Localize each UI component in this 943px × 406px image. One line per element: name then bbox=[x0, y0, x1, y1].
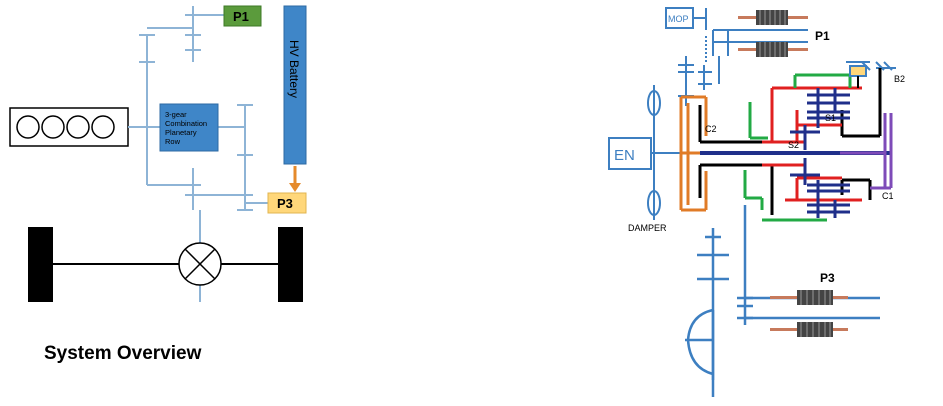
b2-brake bbox=[846, 61, 896, 95]
planetary-line-4: Row bbox=[165, 137, 181, 146]
hv-battery-box bbox=[283, 5, 307, 165]
en-label: EN bbox=[614, 147, 635, 164]
c1-label: C1 bbox=[882, 191, 894, 201]
mop-p1-group bbox=[665, 7, 808, 106]
b2-label: B2 bbox=[894, 74, 905, 84]
green-members bbox=[743, 73, 852, 222]
system-overview-caption: System Overview bbox=[44, 343, 202, 364]
left-p1-box bbox=[223, 5, 262, 27]
p1-stator-top bbox=[738, 10, 808, 57]
damper-label: DAMPER bbox=[628, 223, 667, 233]
left-p3-label: P3 bbox=[277, 196, 293, 211]
c2-clutch bbox=[679, 95, 708, 212]
planetary-line-2: Combination bbox=[165, 119, 207, 128]
gearbox-schematic bbox=[608, 7, 896, 397]
engine-damper-group bbox=[608, 85, 680, 220]
hv-battery-label: HV Battery bbox=[287, 40, 301, 98]
mop-label: MOP bbox=[668, 14, 689, 24]
system-overview-diagram bbox=[9, 5, 307, 302]
right-p1-label: P1 bbox=[815, 29, 830, 43]
planetary-line-1: 3-gear bbox=[165, 110, 187, 119]
right-wheel bbox=[278, 227, 303, 302]
c1-clutch bbox=[840, 113, 893, 190]
right-p3-label: P3 bbox=[820, 271, 835, 285]
planetary-row-box bbox=[159, 103, 219, 152]
c2-label: C2 bbox=[705, 124, 717, 134]
damper-bottom bbox=[647, 190, 661, 216]
red-ring-gears bbox=[762, 86, 862, 202]
left-p1-label: P1 bbox=[233, 9, 249, 24]
damper-top bbox=[647, 90, 661, 116]
wheel-axle bbox=[28, 227, 303, 302]
left-wheel bbox=[28, 227, 53, 302]
left-shafts bbox=[128, 6, 268, 302]
navy-planet-gears bbox=[790, 88, 850, 218]
p3-stator bbox=[770, 290, 848, 337]
left-p3-box bbox=[267, 192, 307, 214]
s1-label: S1 bbox=[825, 113, 836, 123]
engine-block bbox=[9, 107, 129, 147]
output-shafts bbox=[685, 205, 880, 397]
s2-label: S2 bbox=[788, 140, 799, 150]
planetary-line-3: Planetary bbox=[165, 128, 197, 137]
